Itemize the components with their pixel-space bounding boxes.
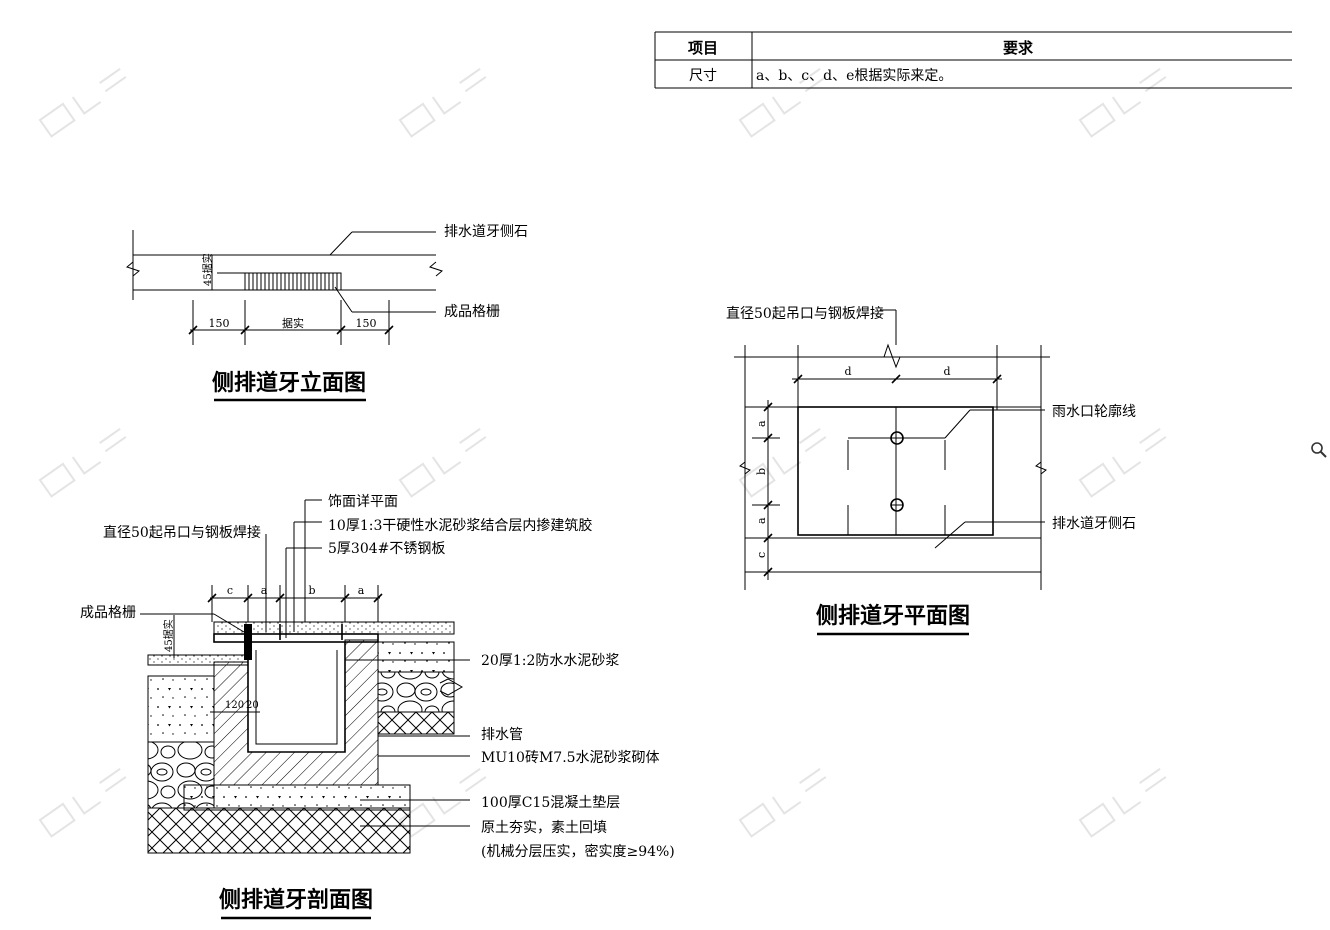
section-dim-a1: a [261, 584, 268, 597]
elev-dim-right: 150 [356, 317, 377, 330]
elevation-title: 侧排道牙立面图 [212, 370, 366, 396]
plan-label-lift: 直径50起吊口与钢板焊接 [726, 305, 884, 322]
section-view: c a b a 45据实 120 20 饰面详平面 10厚1:3干硬性水泥砂浆结… [80, 494, 675, 920]
elev-label-curb: 排水道牙侧石 [444, 224, 528, 240]
section-label-pipe: 排水管 [481, 727, 523, 743]
plan-dim-b: b [755, 468, 768, 475]
section-dim-120: 120 [225, 700, 244, 711]
section-title: 侧排道牙剖面图 [219, 887, 373, 913]
table-cell-item: 尺寸 [689, 68, 717, 84]
section-label-lift: 直径50起吊口与钢板焊接 [103, 524, 261, 541]
requirements-table: 项目 要求 尺寸 a、b、c、d、e根据实际来定。 [654, 31, 1292, 89]
section-dim-a2: a [358, 584, 365, 597]
table-cell-requirement: a、b、c、d、e根据实际来定。 [756, 68, 952, 84]
elevation-view: 45据实 排水道牙侧石 成品格栅 150 据实 150 侧排道牙立面图 [125, 224, 528, 402]
watermark-group [38, 67, 1167, 838]
section-dim-c: c [227, 584, 233, 597]
plan-view: 直径50起吊口与钢板焊接 d d a b a c [726, 305, 1136, 636]
plan-dim-d1: d [844, 365, 851, 378]
plan-dim-c: c [755, 552, 768, 558]
section-label-steel: 5厚304#不锈钢板 [328, 541, 445, 557]
plan-dim-a2: a [755, 517, 768, 524]
section-dim-45: 45据实 [162, 619, 175, 652]
section-label-soil2: (机械分层压实，密实度≥94%) [481, 843, 675, 860]
section-label-finish: 饰面详平面 [328, 494, 398, 510]
plan-label-curb: 排水道牙侧石 [1052, 516, 1136, 532]
section-dim-20: 20 [246, 700, 259, 711]
search-icon[interactable] [1310, 441, 1328, 459]
elev-dim-mid: 据实 [282, 316, 304, 330]
plan-dim-d2: d [943, 365, 950, 378]
plan-dim-a1: a [755, 420, 768, 427]
grate-bars [248, 273, 338, 290]
section-label-mortar-bed: 10厚1:3干硬性水泥砂浆结合层内掺建筑胶 [328, 517, 592, 534]
plan-label-outline: 雨水口轮廓线 [1052, 403, 1136, 420]
section-label-concrete: 100厚C15混凝土垫层 [481, 795, 620, 811]
section-label-soil: 原土夯实，素土回填 [481, 820, 607, 836]
section-label-brick: MU10砖M7.5水泥砂浆砌体 [481, 750, 660, 766]
elev-label-grate: 成品格栅 [444, 304, 500, 320]
elev-dim-left: 150 [209, 317, 230, 330]
elev-dim-height: 45据实 [201, 253, 214, 286]
plan-title: 侧排道牙平面图 [816, 603, 970, 629]
section-label-grate: 成品格栅 [80, 605, 136, 621]
table-header-requirement: 要求 [1003, 39, 1034, 57]
table-header-item: 项目 [688, 39, 718, 57]
section-label-waterproof: 20厚1:2防水水泥砂浆 [481, 653, 619, 669]
section-dim-b: b [308, 584, 315, 597]
